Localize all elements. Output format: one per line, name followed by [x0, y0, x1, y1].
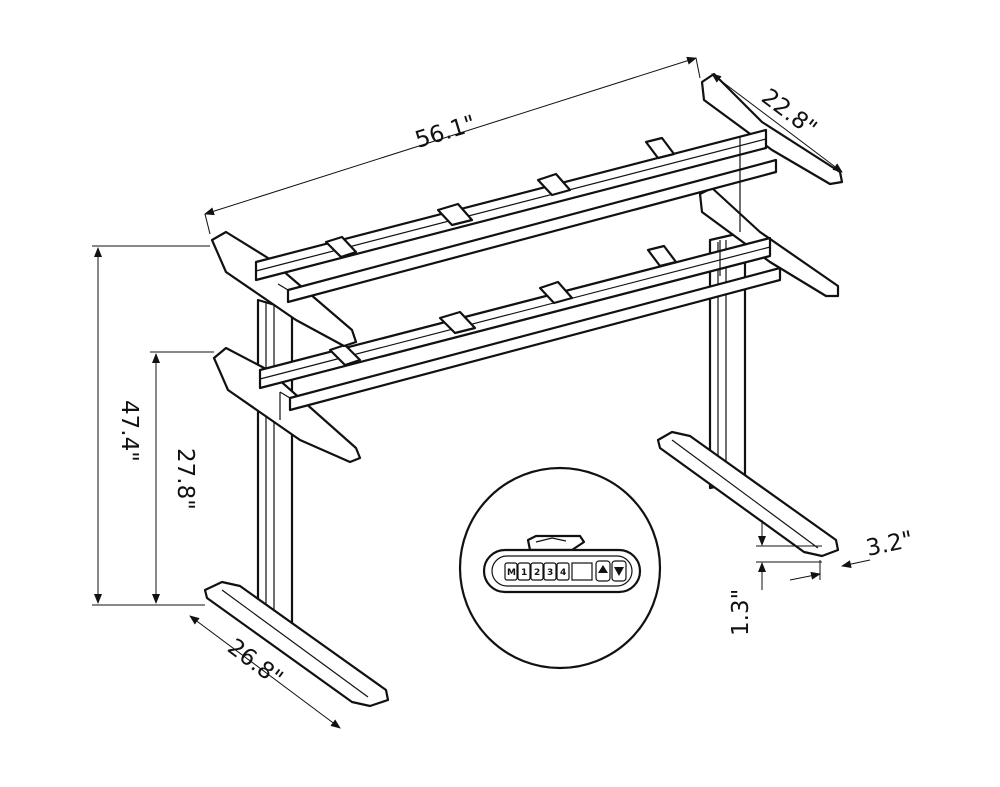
- width-label: 56.1": [412, 111, 479, 154]
- max-height-label: 47.4": [116, 400, 142, 462]
- down-arrow-icon: [614, 567, 624, 576]
- svg-text:3: 3: [547, 568, 553, 578]
- svg-text:M: M: [507, 568, 516, 578]
- preset-4-button[interactable]: 4: [556, 562, 570, 581]
- dim-min-height: 27.8": [150, 351, 214, 604]
- down-button[interactable]: [611, 560, 627, 582]
- right-foot: [656, 430, 840, 558]
- lower-frame: [212, 186, 840, 464]
- svg-text:2: 2: [534, 568, 540, 578]
- left-leg: [256, 298, 294, 637]
- control-panel-inset: M 1 2 3 4: [458, 466, 662, 670]
- preset-3-button[interactable]: 3: [543, 562, 557, 581]
- display-window: [571, 562, 593, 581]
- svg-text:1: 1: [521, 568, 527, 578]
- up-arrow-icon: [598, 565, 608, 573]
- preset-1-button[interactable]: 1: [517, 562, 531, 581]
- dim-foot-height: 1.3": [728, 520, 822, 636]
- foot-width-label: 3.2": [864, 527, 916, 562]
- memory-button[interactable]: M: [504, 562, 518, 581]
- dim-max-height: 47.4": [92, 245, 210, 606]
- min-height-label: 27.8": [172, 448, 198, 510]
- preset-2-button[interactable]: 2: [530, 562, 544, 581]
- up-button[interactable]: [595, 560, 611, 582]
- foot-height-label: 1.3": [728, 589, 754, 636]
- svg-text:4: 4: [560, 568, 566, 578]
